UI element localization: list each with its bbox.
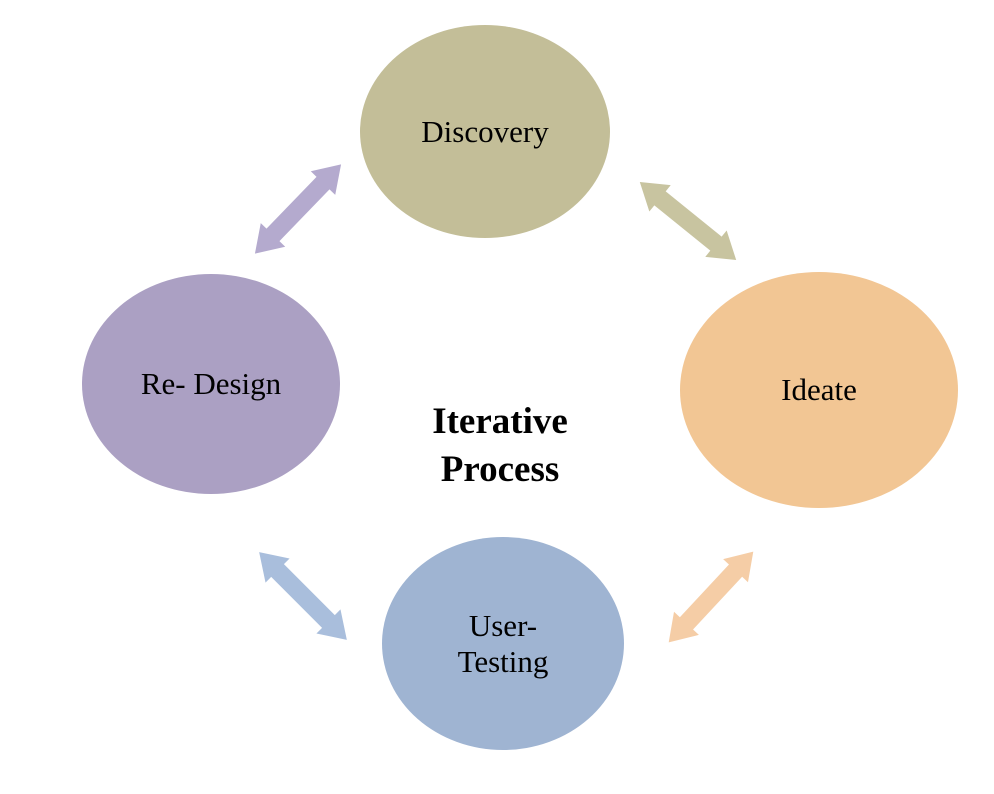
double-arrow-ideate-usertesting [668, 551, 754, 643]
double-arrow-usertesting-redesign [259, 552, 347, 640]
double-arrow-discovery-ideate [639, 181, 737, 261]
node-user-testing-label-line1: User- [468, 607, 538, 643]
node-user-testing-label-line2: Testing [457, 643, 549, 679]
diagram-title-line2: Process [440, 449, 560, 490]
node-ideate: Ideate [680, 272, 958, 508]
node-ideate-label: Ideate [781, 372, 857, 408]
node-user-testing-label: User- Testing [458, 608, 549, 679]
node-redesign: Re- Design [82, 274, 340, 494]
node-discovery-label: Discovery [421, 113, 549, 149]
diagram-title-line1: Iterative [432, 401, 568, 442]
node-discovery: Discovery [360, 25, 610, 238]
diagram-title: Iterative Process [400, 398, 600, 494]
node-user-testing: User- Testing [382, 537, 624, 750]
double-arrow-redesign-discovery [254, 164, 342, 254]
node-redesign-label: Re- Design [140, 366, 282, 402]
